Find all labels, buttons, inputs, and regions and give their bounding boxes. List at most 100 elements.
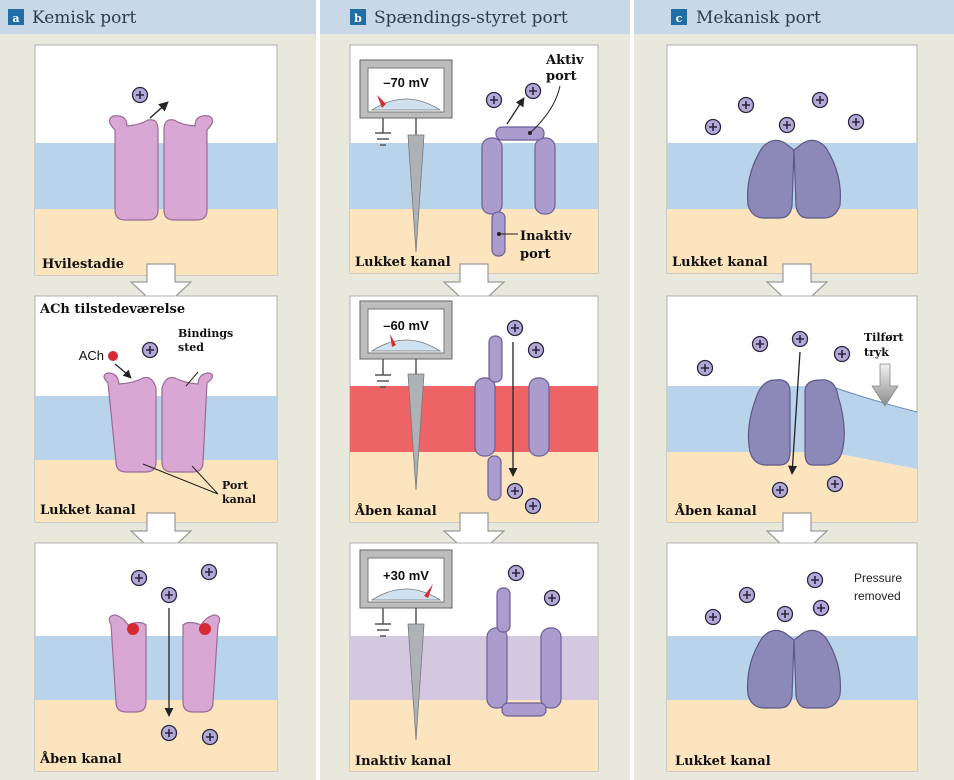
panel-c3-label: Lukket kanal xyxy=(675,754,771,769)
cytoplasm xyxy=(667,209,917,273)
cytoplasm xyxy=(667,452,917,522)
ion xyxy=(527,341,545,359)
pressure-arrow xyxy=(871,363,899,407)
ion xyxy=(507,564,525,582)
meter-needle xyxy=(390,334,396,347)
voltmeter: –70 mV xyxy=(359,59,453,119)
channel-subunit-left xyxy=(103,372,157,473)
cytoplasm xyxy=(667,700,917,771)
ach-molecule xyxy=(199,623,211,635)
ion xyxy=(847,113,865,131)
channel-subunit-left xyxy=(108,115,159,221)
panel-a3: Åben kanal xyxy=(34,542,278,772)
inactivation-gate xyxy=(487,455,502,501)
panel-a2-label: Lukket kanal xyxy=(40,503,136,518)
ion xyxy=(506,319,524,337)
channel-label: kanal xyxy=(222,493,256,506)
membrane-edge xyxy=(829,385,918,413)
ion xyxy=(131,86,149,104)
panel-b2: –60 mV Åben kanal xyxy=(349,295,599,523)
channel-subunit-right xyxy=(161,372,214,473)
ground-symbol xyxy=(375,608,391,637)
column-title-c: Mekanisk port xyxy=(696,8,821,28)
ground-symbol xyxy=(375,359,391,388)
inactive-port-label-line2: port xyxy=(520,247,551,262)
ion xyxy=(771,481,789,499)
ion xyxy=(130,569,148,587)
active-port-label-line1: Aktiv xyxy=(545,53,584,68)
panel-c1: Lukket kanal xyxy=(666,44,918,274)
channel-wall-right xyxy=(534,137,556,215)
ion xyxy=(738,586,756,604)
panel-c1-label: Lukket kanal xyxy=(672,255,768,270)
voltage-readout: –60 mV xyxy=(383,318,429,333)
ion xyxy=(833,345,851,363)
inactivation-gate-closed xyxy=(501,702,547,717)
channel-subunit-right xyxy=(793,629,842,709)
column-title-b: Spændings-styret port xyxy=(374,8,568,28)
activation-gate-open xyxy=(496,587,511,633)
inactive-port-label-line1: Inaktiv xyxy=(520,229,572,244)
ach-molecule xyxy=(108,351,118,361)
column-title-a: Kemisk port xyxy=(32,8,137,28)
membrane xyxy=(350,143,598,209)
ach-molecule xyxy=(127,623,139,635)
channel-subunit-right xyxy=(163,115,214,221)
column-header-c: c Mekanisk port xyxy=(634,0,954,34)
badge-a-letter: a xyxy=(12,12,19,25)
ion xyxy=(737,96,755,114)
electrode xyxy=(407,623,425,741)
cytoplasm xyxy=(350,452,598,522)
ion xyxy=(806,571,824,589)
panel-a2: ACh tilstedeværelse ACh Bindings sted Po… xyxy=(34,295,278,523)
ion xyxy=(506,482,524,500)
membrane-deformed xyxy=(667,386,917,469)
ground-symbol xyxy=(375,118,391,146)
ion-arrow xyxy=(506,97,525,125)
panel-b2-label: Åben kanal xyxy=(354,503,437,519)
leader-dot xyxy=(528,131,532,135)
membrane xyxy=(35,636,277,700)
ion xyxy=(696,359,714,377)
active-port-leader xyxy=(529,85,561,134)
ion-flow-arrow xyxy=(787,351,801,475)
voltmeter: +30 mV xyxy=(359,549,453,609)
membrane-depolarized xyxy=(350,386,598,452)
channel-wall-left xyxy=(486,627,508,709)
ion xyxy=(141,341,159,359)
ion-arrow xyxy=(149,101,169,119)
badge-a xyxy=(8,9,24,25)
electrode xyxy=(407,134,425,253)
ion xyxy=(543,589,561,607)
panel-a1: Hvilestadie xyxy=(34,44,278,276)
channel-subunit-right xyxy=(793,139,842,219)
cytoplasm xyxy=(350,209,598,273)
panel-c2-label: Åben kanal xyxy=(674,503,757,519)
binding-site-label-line1: Bindings xyxy=(178,327,233,340)
pressure-label-line2: tryk xyxy=(864,346,889,359)
leader-dot xyxy=(497,232,501,236)
badge-c xyxy=(671,9,687,25)
panel-b1: –70 mV Aktiv port Inaktiv port Lukket ka… xyxy=(349,44,599,274)
ion xyxy=(524,497,542,515)
cytoplasm xyxy=(350,700,598,771)
channel-subunit-left xyxy=(746,629,795,709)
channel-subunit-left xyxy=(747,379,791,466)
panel-a1-label: Hvilestadie xyxy=(42,257,124,272)
channel-subunit-right xyxy=(804,379,845,466)
ion xyxy=(160,724,178,742)
ion xyxy=(812,599,830,617)
ion xyxy=(201,728,219,746)
ion xyxy=(200,563,218,581)
active-port-label-line2: port xyxy=(546,69,577,84)
ion xyxy=(704,608,722,626)
port-label: Port xyxy=(222,479,249,492)
panel-c3: Pressure removed Lukket kanal xyxy=(666,542,918,772)
pressure-label-line1: Tilført xyxy=(864,331,904,344)
pressure-removed-line1: Pressure xyxy=(854,571,902,585)
meter-needle xyxy=(377,95,386,108)
column-header-a: a Kemisk port xyxy=(0,0,316,34)
cytoplasm xyxy=(35,700,277,771)
ach-label: ACh xyxy=(79,348,104,363)
